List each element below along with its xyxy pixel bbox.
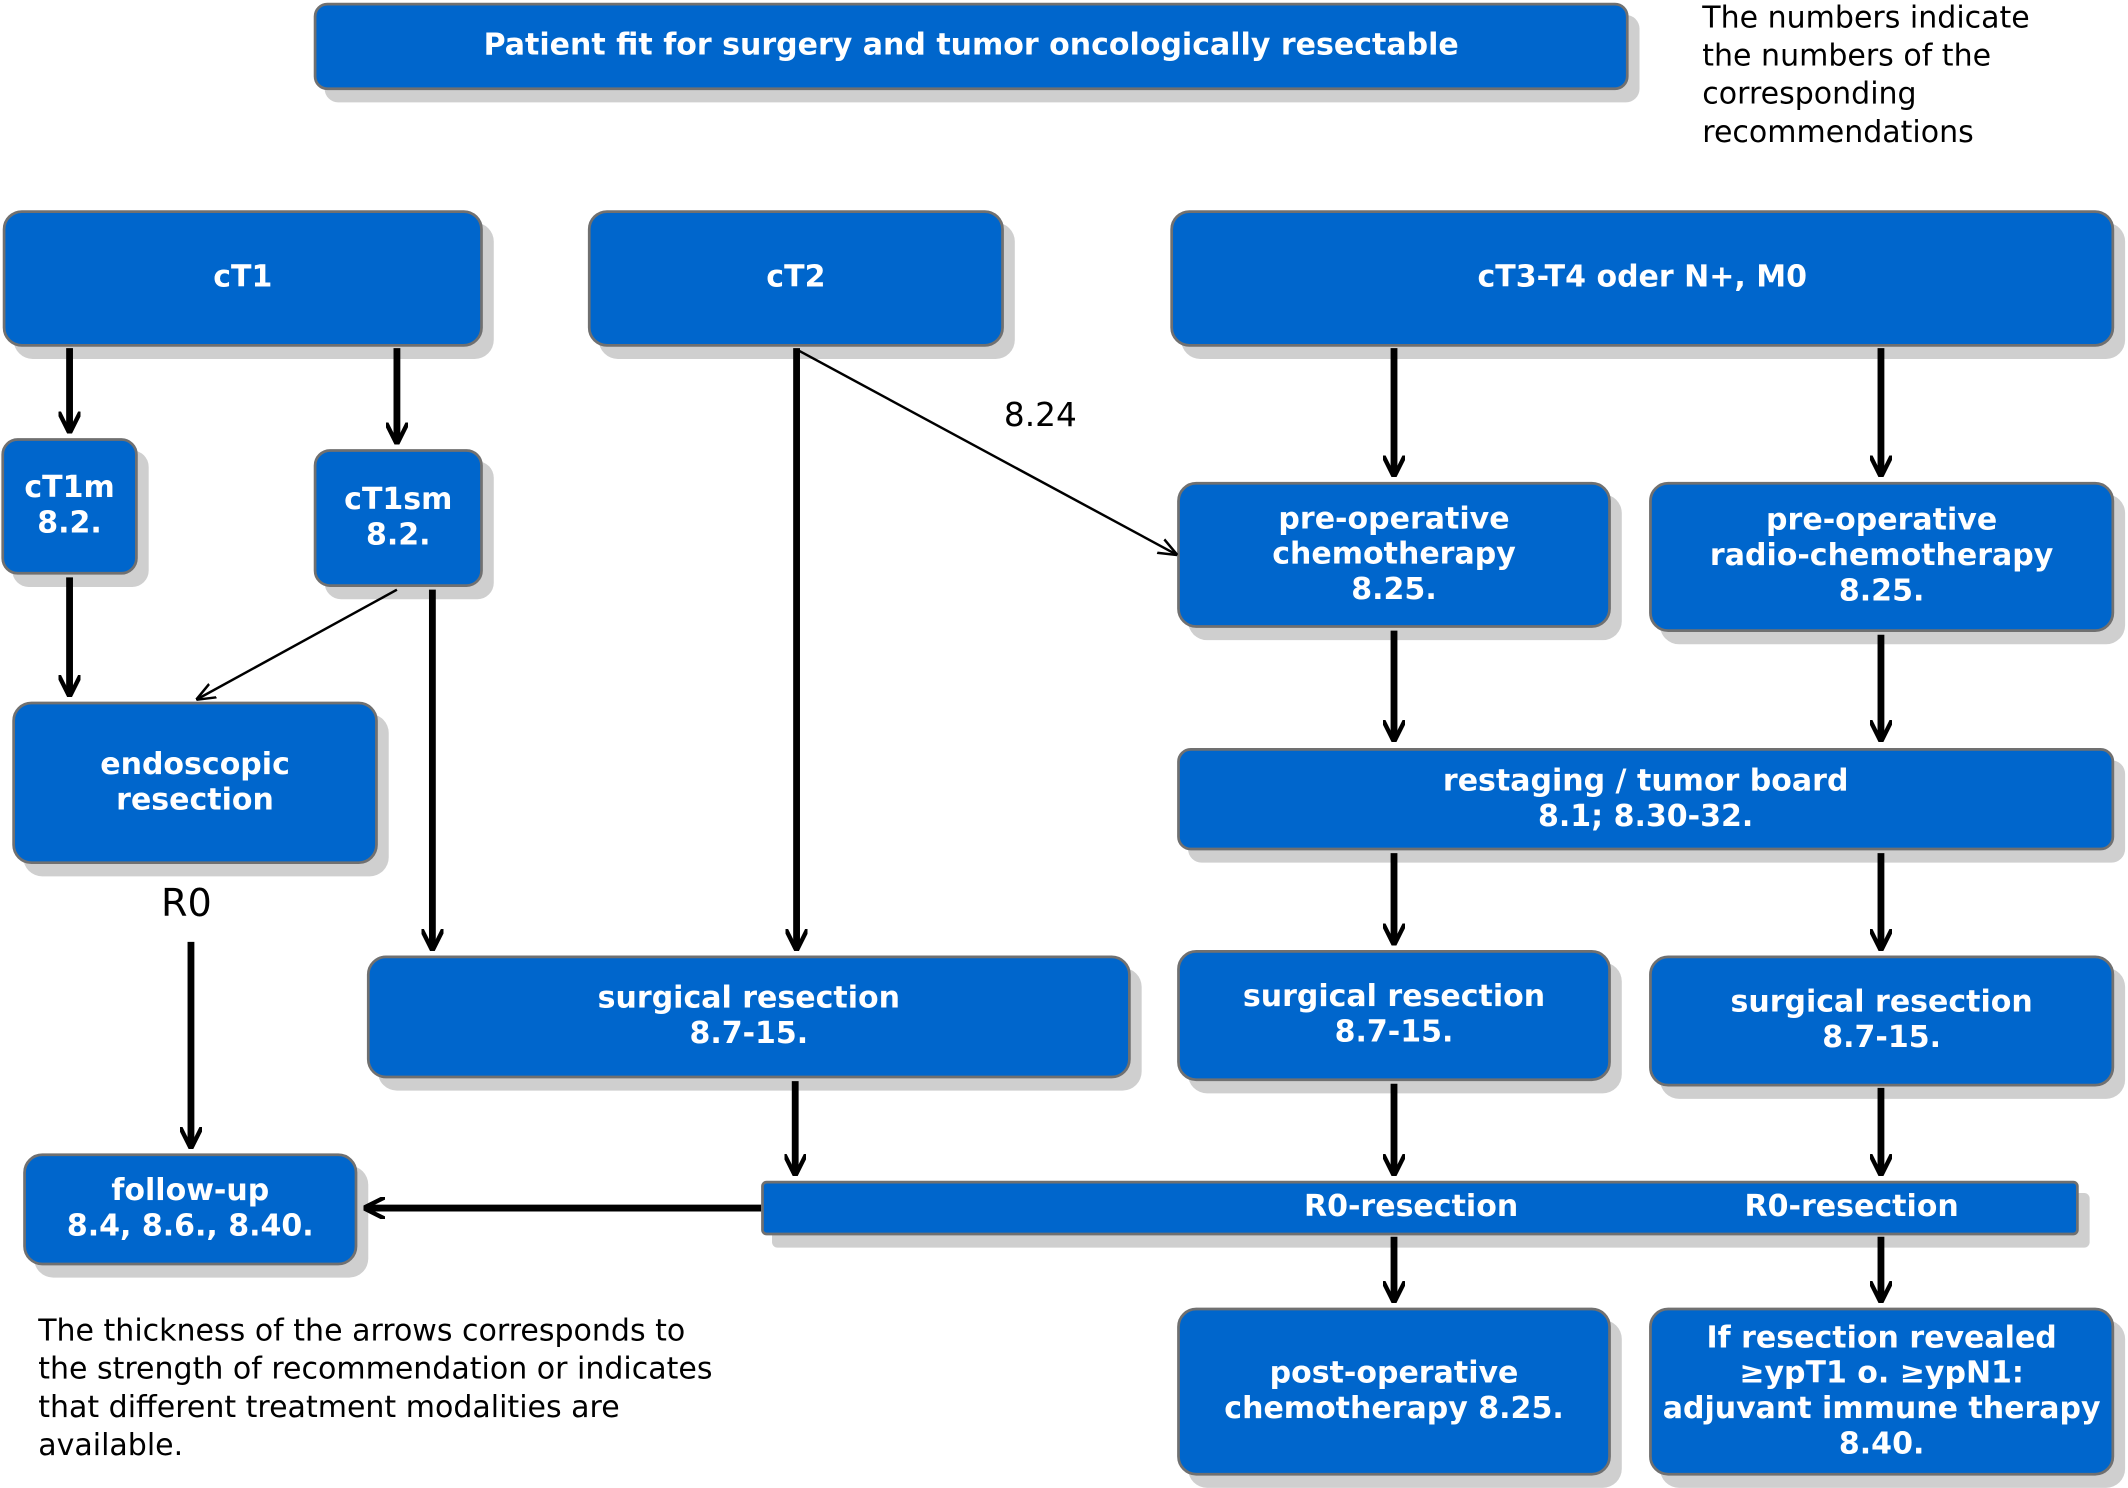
node-surg-left-line: surgical resection xyxy=(597,981,901,1016)
node-postop-chemotherapy: post-operative chemotherapy 8.25. xyxy=(1177,1307,1611,1476)
node-restaging: restaging / tumor board 8.1; 8.30-32. xyxy=(1177,748,2115,851)
node-endoscopic-line: resection xyxy=(116,782,274,817)
node-ct1m: cT1m 8.2. xyxy=(1,438,138,575)
node-ct2-label: cT2 xyxy=(766,260,826,295)
node-surg-mid-line: surgical resection xyxy=(1242,980,1546,1015)
r0-bar-label-2: R0-resection xyxy=(1744,1190,1959,1225)
node-ct1sm: cT1sm 8.2. xyxy=(313,449,483,587)
node-ct3-t4: cT3-T4 oder N+, M0 xyxy=(1170,210,2115,347)
node-ct2: cT2 xyxy=(587,210,1004,347)
r0-bar-label-1: R0-resection xyxy=(1303,1190,1519,1225)
node-restaging-line: 8.1; 8.30-32. xyxy=(1538,799,1754,834)
node-preop-chemo-line: pre-operative xyxy=(1278,501,1510,536)
node-adjuvant-line: 8.40. xyxy=(1838,1427,1925,1462)
node-preop-chemo-line: 8.25. xyxy=(1351,572,1437,607)
node-adjuvant-line: If resection revealed xyxy=(1706,1320,2057,1355)
node-endoscopic-resection: endoscopic resection xyxy=(12,701,378,865)
node-adjuvant-immune-therapy: If resection revealed ≥ypT1 o. ≥ypN1: ad… xyxy=(1649,1307,2115,1476)
node-restaging-line: restaging / tumor board xyxy=(1442,763,1849,798)
arrow-ct2-preop-chemo xyxy=(795,348,1176,554)
r0-resection-bar xyxy=(761,1180,2079,1236)
node-ct1sm-line: cT1sm xyxy=(344,482,453,517)
legend-numbers-line: recommendations xyxy=(1702,116,1974,151)
node-surg-left-line: 8.7-15. xyxy=(689,1016,809,1052)
legend-thickness-line: that different treatment modalities are xyxy=(38,1390,620,1426)
node-surgical-resection-right: surgical resection 8.7-15. xyxy=(1649,955,2115,1087)
legend-numbers-line: The numbers indicate xyxy=(1702,1,2030,36)
node-preop-radio-line: radio-chemotherapy xyxy=(1709,539,2054,574)
legend-thickness-line: the strength of recommendation or indica… xyxy=(38,1352,713,1387)
node-endoscopic-line: endoscopic xyxy=(100,747,290,782)
node-adjuvant-line: ≥ypT1 o. ≥ypN1: xyxy=(1739,1356,2024,1391)
node-preop-radio-line: 8.25. xyxy=(1838,574,1925,609)
node-ct1-label: cT1 xyxy=(213,260,273,295)
node-ct1m-line: 8.2. xyxy=(37,506,102,541)
legend-thickness-line: available. xyxy=(38,1429,184,1464)
arrow-ct1sm-endoscopic xyxy=(198,588,398,699)
legend-numbers-line: the numbers of the xyxy=(1702,39,1992,74)
legend-numbers-line: corresponding xyxy=(1702,77,1917,112)
top-condition-text: Patient fit for surgery and tumor oncolo… xyxy=(483,28,1459,63)
node-ct3-label: cT3-T4 oder N+, M0 xyxy=(1477,260,1808,295)
node-surg-right-line: 8.7-15. xyxy=(1822,1021,1942,1056)
node-preop-chemotherapy: pre-operative chemotherapy 8.25. xyxy=(1177,481,1611,628)
node-preop-radio-chemotherapy: pre-operative radio-chemotherapy 8.25. xyxy=(1649,481,2115,632)
node-surg-right-line: surgical resection xyxy=(1730,985,2033,1020)
legend-thickness-note: The thickness of the arrows corresponds … xyxy=(38,1313,712,1466)
node-postop-line: post-operative xyxy=(1269,1356,1519,1391)
edge-label-8-24: 8.24 xyxy=(1003,395,1077,435)
node-surgical-resection-mid: surgical resection 8.7-15. xyxy=(1177,950,1611,1082)
top-condition-box: Patient fit for surgery and tumor oncolo… xyxy=(313,2,1629,91)
edge-label-r0: R0 xyxy=(160,880,212,926)
node-preop-radio-line: pre-operative xyxy=(1766,503,1998,538)
node-follow-up: follow-up 8.4, 8.6., 8.40. xyxy=(23,1153,358,1266)
node-adjuvant-line: adjuvant immune therapy xyxy=(1662,1391,2101,1426)
node-followup-line: 8.4, 8.6., 8.40. xyxy=(66,1209,314,1244)
legend-thickness-line: The thickness of the arrows corresponds … xyxy=(38,1314,686,1349)
node-surgical-resection-left: surgical resection 8.7-15. xyxy=(366,955,1131,1079)
node-postop-line: chemotherapy 8.25. xyxy=(1224,1391,1564,1426)
node-followup-line: follow-up xyxy=(111,1173,270,1209)
node-ct1m-line: cT1m xyxy=(24,470,115,506)
node-ct1sm-line: 8.2. xyxy=(365,518,431,553)
node-surg-mid-line: 8.7-15. xyxy=(1334,1015,1454,1050)
node-preop-chemo-line: chemotherapy xyxy=(1272,537,1516,572)
node-ct1: cT1 xyxy=(2,210,483,347)
legend-numbers-note: The numbers indicate the numbers of the … xyxy=(1702,0,2030,153)
